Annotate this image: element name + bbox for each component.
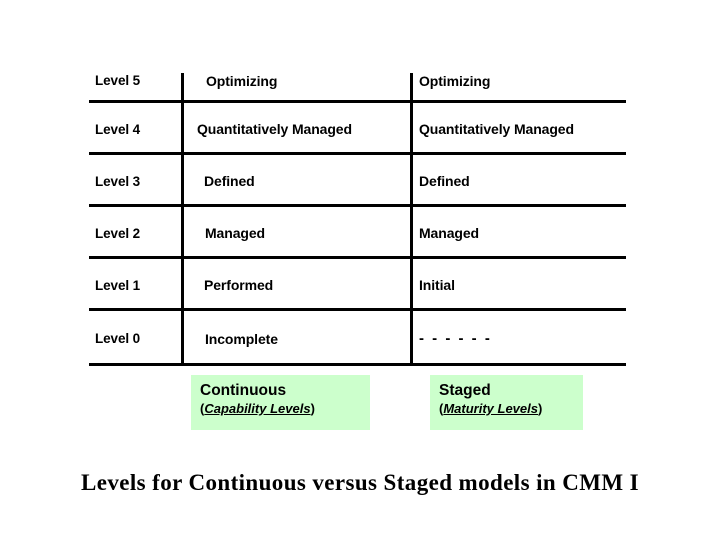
level-label: Level 0 — [95, 331, 141, 346]
open-paren: ( — [200, 401, 205, 416]
level-label: Level 2 — [95, 225, 141, 241]
capability-levels-text: Capability Levels — [204, 401, 311, 416]
continuous-level-name: Performed — [204, 277, 274, 293]
table-vertical-rule-left — [181, 73, 184, 366]
continuous-legend-title: Continuous — [200, 382, 287, 399]
maturity-levels-text: Maturity Levels — [443, 401, 538, 416]
figure-caption: Levels for Continuous versus Staged mode… — [81, 470, 639, 495]
staged-level-name: Quantitatively Managed — [419, 121, 574, 137]
continuous-level-name: Managed — [205, 225, 265, 241]
close-paren: ) — [310, 401, 315, 416]
staged-level-name: Optimizing — [419, 72, 491, 89]
staged-legend-box: Staged (Maturity Levels) — [430, 375, 583, 430]
continuous-legend-box: Continuous (Capability Levels) — [191, 375, 370, 430]
open-paren: ( — [439, 401, 444, 416]
continuous-legend-subtitle: (Capability Levels) — [200, 400, 361, 418]
staged-legend-title: Staged — [439, 382, 491, 399]
table-row: Level 3 Defined Defined — [89, 155, 626, 207]
continuous-level-name: Defined — [204, 173, 255, 189]
staged-level-name: Initial — [419, 277, 455, 293]
table-row: Level 0 Incomplete - - - - - - — [89, 311, 626, 366]
close-paren: ) — [538, 401, 543, 416]
level-label: Level 3 — [95, 173, 141, 189]
table-row: Level 4 Quantitatively Managed Quantitat… — [89, 103, 626, 155]
staged-level-name: Defined — [419, 173, 470, 189]
table-row: Level 1 Performed Initial — [89, 259, 626, 311]
table-row: Level 5 Optimizing Optimizing — [89, 58, 626, 103]
level-label: Level 1 — [95, 277, 141, 293]
level-label: Level 4 — [95, 121, 141, 137]
levels-table: Level 5 Optimizing Optimizing Level 4 Qu… — [89, 58, 626, 366]
staged-level-name: Managed — [419, 225, 479, 241]
staged-level-dashes: - - - - - - — [419, 330, 492, 347]
continuous-level-name: Incomplete — [205, 330, 278, 347]
table-row: Level 2 Managed Managed — [89, 207, 626, 259]
table-vertical-rule-right — [410, 73, 413, 366]
staged-legend-subtitle: (Maturity Levels) — [439, 400, 574, 418]
continuous-level-name: Quantitatively Managed — [197, 121, 352, 137]
continuous-level-name: Optimizing — [206, 72, 278, 89]
level-label: Level 5 — [95, 73, 141, 88]
